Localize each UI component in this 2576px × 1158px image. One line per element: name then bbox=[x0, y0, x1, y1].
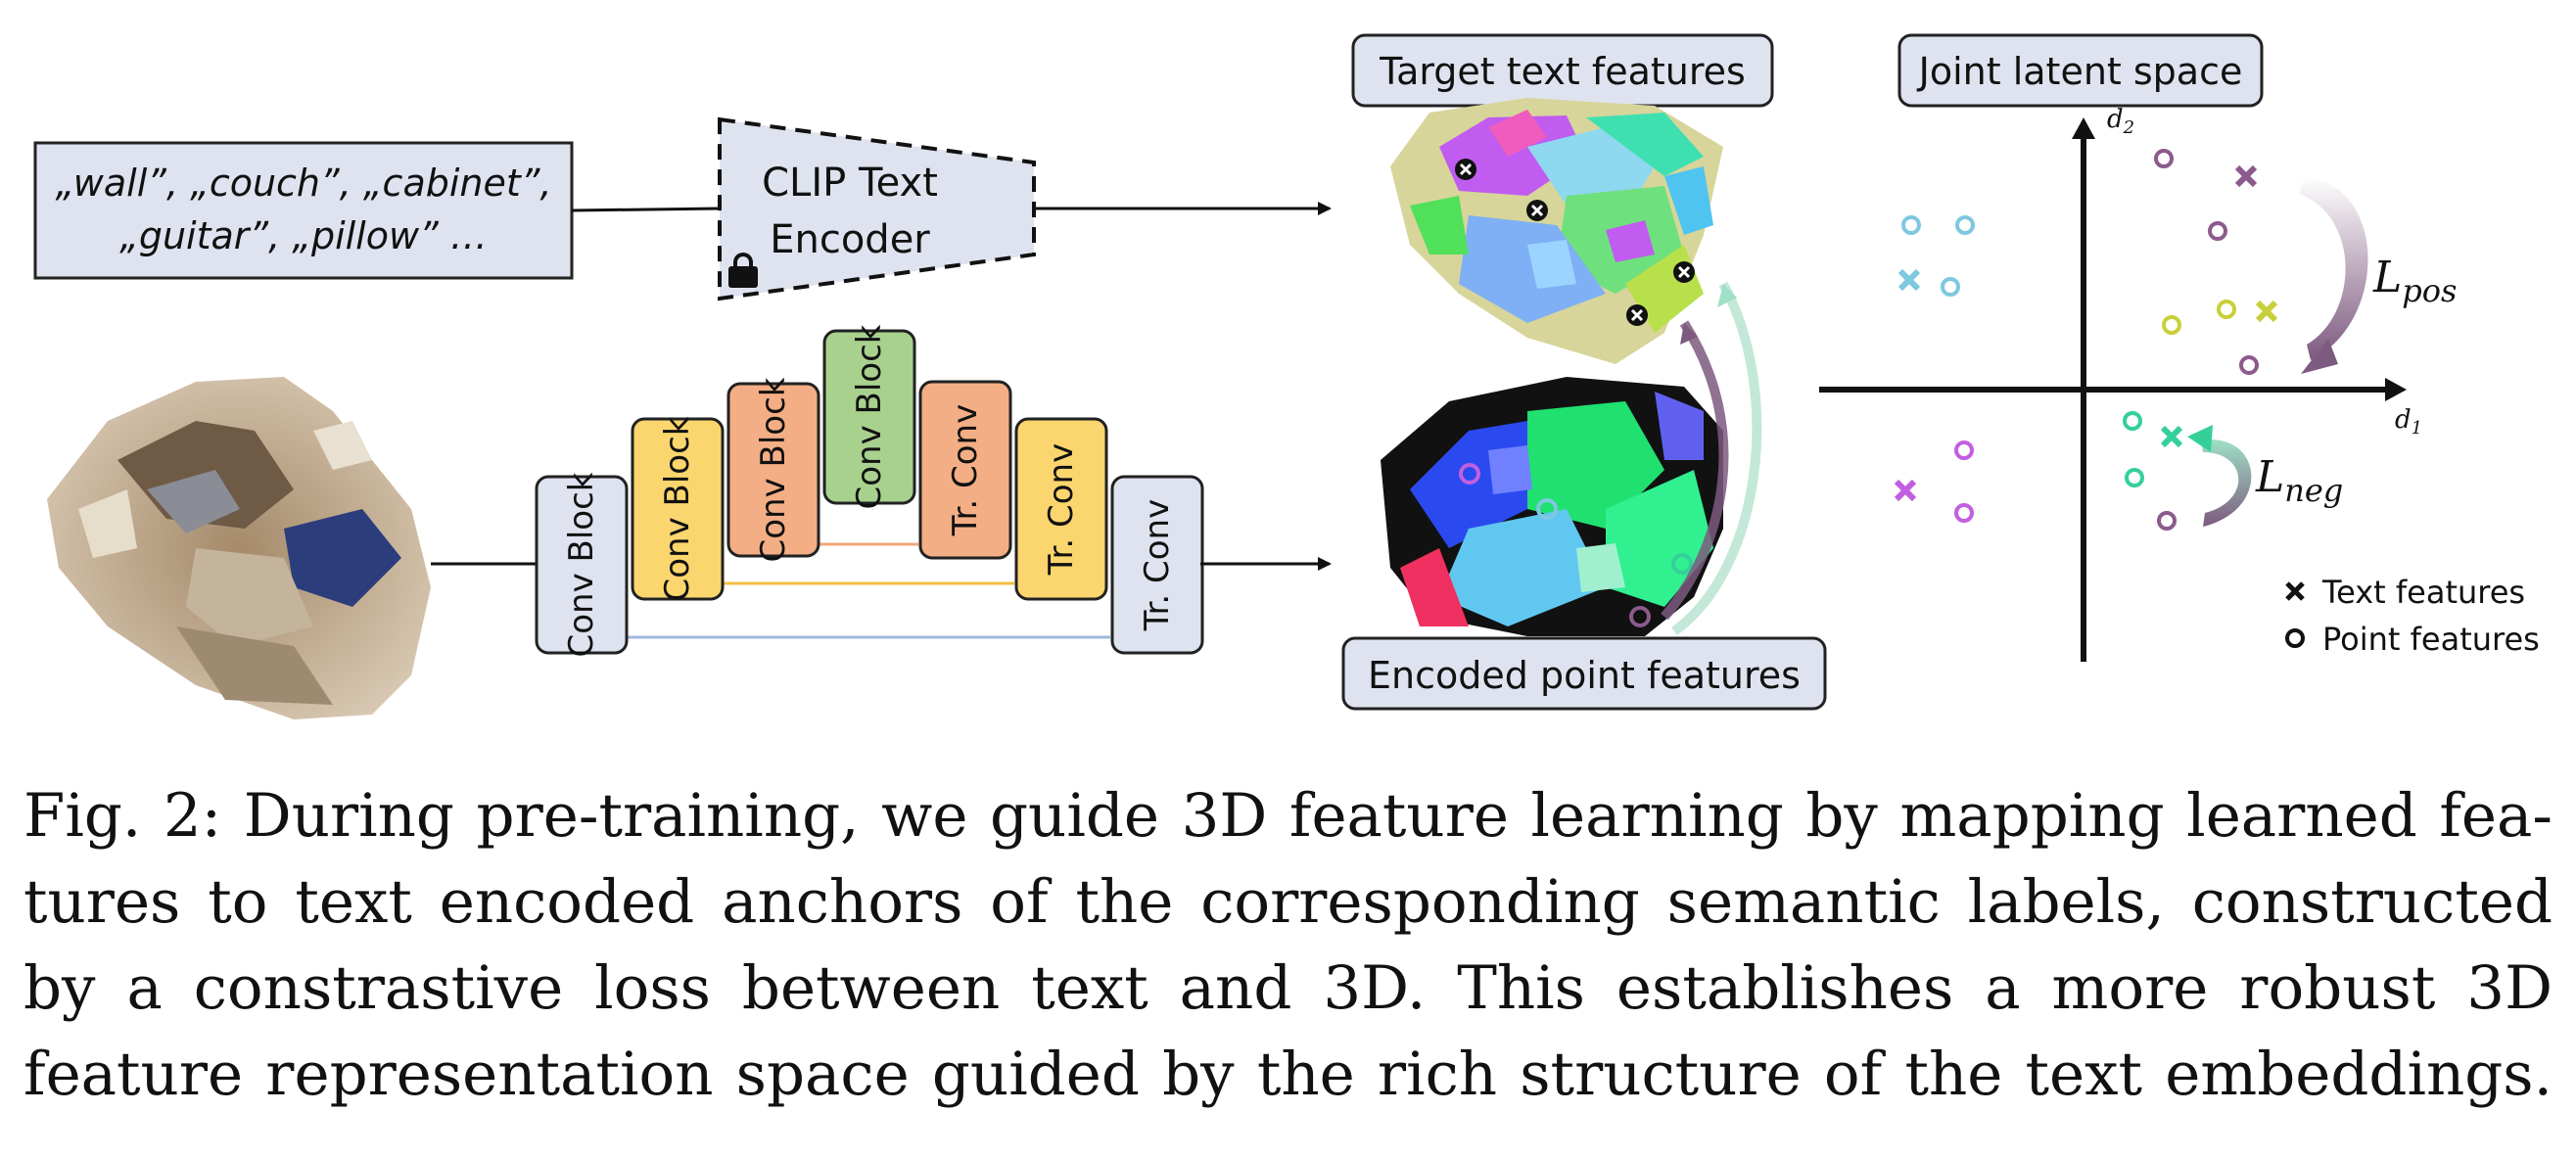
clip-text-encoder: CLIP Text Encoder bbox=[718, 116, 1036, 301]
point-feature-marker bbox=[2208, 221, 2227, 241]
caption-line-4: feature representation space guided by t… bbox=[23, 1040, 2553, 1109]
point-feature-marker bbox=[2162, 315, 2181, 335]
circle-marker-icon bbox=[2285, 628, 2305, 648]
target-text-feature-marks bbox=[1455, 159, 1695, 326]
lock-icon bbox=[728, 253, 758, 288]
encoded-point-features-badge: Encoded point features bbox=[1341, 636, 1827, 711]
point-feature-marker bbox=[2239, 355, 2259, 375]
figure-caption: Fig. 2: During pre-training, we guide 3D… bbox=[23, 773, 2553, 1118]
point-feature-marker bbox=[1941, 277, 1960, 297]
unet-block-2: Conv Block bbox=[631, 416, 725, 601]
unet-block-label: Tr. Conv bbox=[1042, 443, 1081, 576]
text-feature-marker bbox=[2160, 425, 2183, 448]
unet-block-label: Conv Block bbox=[562, 472, 601, 657]
target-text-features-badge: Target text features bbox=[1351, 33, 1774, 108]
encoded-point-feature-marks bbox=[1459, 463, 1693, 627]
caption-line-3: by a constrastive loss between text and … bbox=[23, 953, 2553, 1023]
method-figure: „wall”, „couch”, „cabinet”, „guitar”, „p… bbox=[33, 33, 2540, 719]
point-feature-marker bbox=[2123, 411, 2142, 431]
point-feature-marker bbox=[1955, 215, 1975, 235]
point-feature-marker bbox=[1901, 215, 1921, 235]
alignment-arrows bbox=[1661, 281, 1762, 636]
encoded-point-features-label: Encoded point features bbox=[1368, 654, 1801, 697]
unet-block-6: Tr. Conv bbox=[1014, 417, 1108, 601]
text-feature-marker bbox=[1897, 268, 1921, 292]
legend-point-features-label: Point features bbox=[2322, 621, 2540, 658]
point-feature-marker bbox=[2217, 300, 2236, 319]
unet-block-4: Conv Block bbox=[822, 324, 916, 509]
text-labels-line-1: „wall”, „couch”, „cabinet”, bbox=[55, 162, 551, 205]
unet-block-label: Tr. Conv bbox=[1138, 499, 1177, 631]
unet-block-3: Conv Block bbox=[726, 377, 820, 562]
cross-marker-icon bbox=[2285, 581, 2305, 601]
unet-block-7: Tr. Conv bbox=[1110, 475, 1204, 655]
negative-loss-arrow bbox=[2187, 425, 2252, 527]
point-feature-marker bbox=[2157, 511, 2177, 531]
y-axis-label: d2 bbox=[2107, 105, 2134, 138]
legend: Text features Point features bbox=[2285, 574, 2540, 658]
unet-block-label: Conv Block bbox=[850, 324, 889, 509]
clip-label-line-1: CLIP Text bbox=[762, 161, 938, 206]
loss-pos-label: Lpos bbox=[2372, 253, 2457, 309]
joint-latent-space-label: Joint latent space bbox=[1917, 50, 2243, 93]
text-labels-box: „wall”, „couch”, „cabinet”, „guitar”, „p… bbox=[33, 141, 574, 280]
unet-skip-connections bbox=[627, 542, 1110, 639]
point-feature-marker bbox=[2154, 149, 2174, 168]
legend-text-features-label: Text features bbox=[2321, 574, 2525, 611]
x-axis-label: d1 bbox=[2395, 405, 2422, 439]
connector-text-to-clip bbox=[571, 207, 721, 212]
target-segmented-point-cloud bbox=[1390, 98, 1723, 364]
unet-block-label: Conv Block bbox=[754, 377, 793, 562]
caption-line-1: Fig. 2: During pre-training, we guide 3D… bbox=[23, 781, 2553, 851]
target-text-features-label: Target text features bbox=[1379, 50, 1746, 93]
encoded-point-cloud bbox=[1381, 377, 1723, 636]
latent-feature-points bbox=[1894, 149, 2278, 531]
legend-text-features: Text features bbox=[2285, 574, 2525, 611]
point-feature-marker bbox=[2125, 468, 2144, 487]
loss-neg-label: Lneg bbox=[2255, 452, 2343, 509]
text-feature-marker bbox=[2234, 164, 2258, 188]
point-feature-marker bbox=[1954, 503, 1974, 523]
unet-block-label: Conv Block bbox=[658, 416, 697, 601]
unet-block-label: Tr. Conv bbox=[946, 404, 985, 536]
text-labels-line-2: „guitar”, „pillow” … bbox=[119, 214, 488, 257]
joint-latent-space-badge: Joint latent space bbox=[1897, 33, 2264, 108]
unet-block-1: Conv Block bbox=[535, 472, 629, 657]
point-feature-marker bbox=[1954, 440, 1974, 460]
clip-label-line-2: Encoder bbox=[770, 217, 930, 262]
text-feature-marker bbox=[2255, 300, 2278, 323]
text-feature-marker bbox=[1894, 479, 1917, 502]
unet-block-5: Tr. Conv bbox=[918, 380, 1012, 560]
latent-axes: d1 d2 bbox=[1819, 105, 2422, 662]
caption-line-2: tures to text encoded anchors of the cor… bbox=[23, 867, 2553, 937]
input-scene-point-cloud bbox=[47, 377, 431, 719]
positive-loss-arrow bbox=[2299, 176, 2368, 374]
legend-point-features: Point features bbox=[2285, 621, 2540, 658]
